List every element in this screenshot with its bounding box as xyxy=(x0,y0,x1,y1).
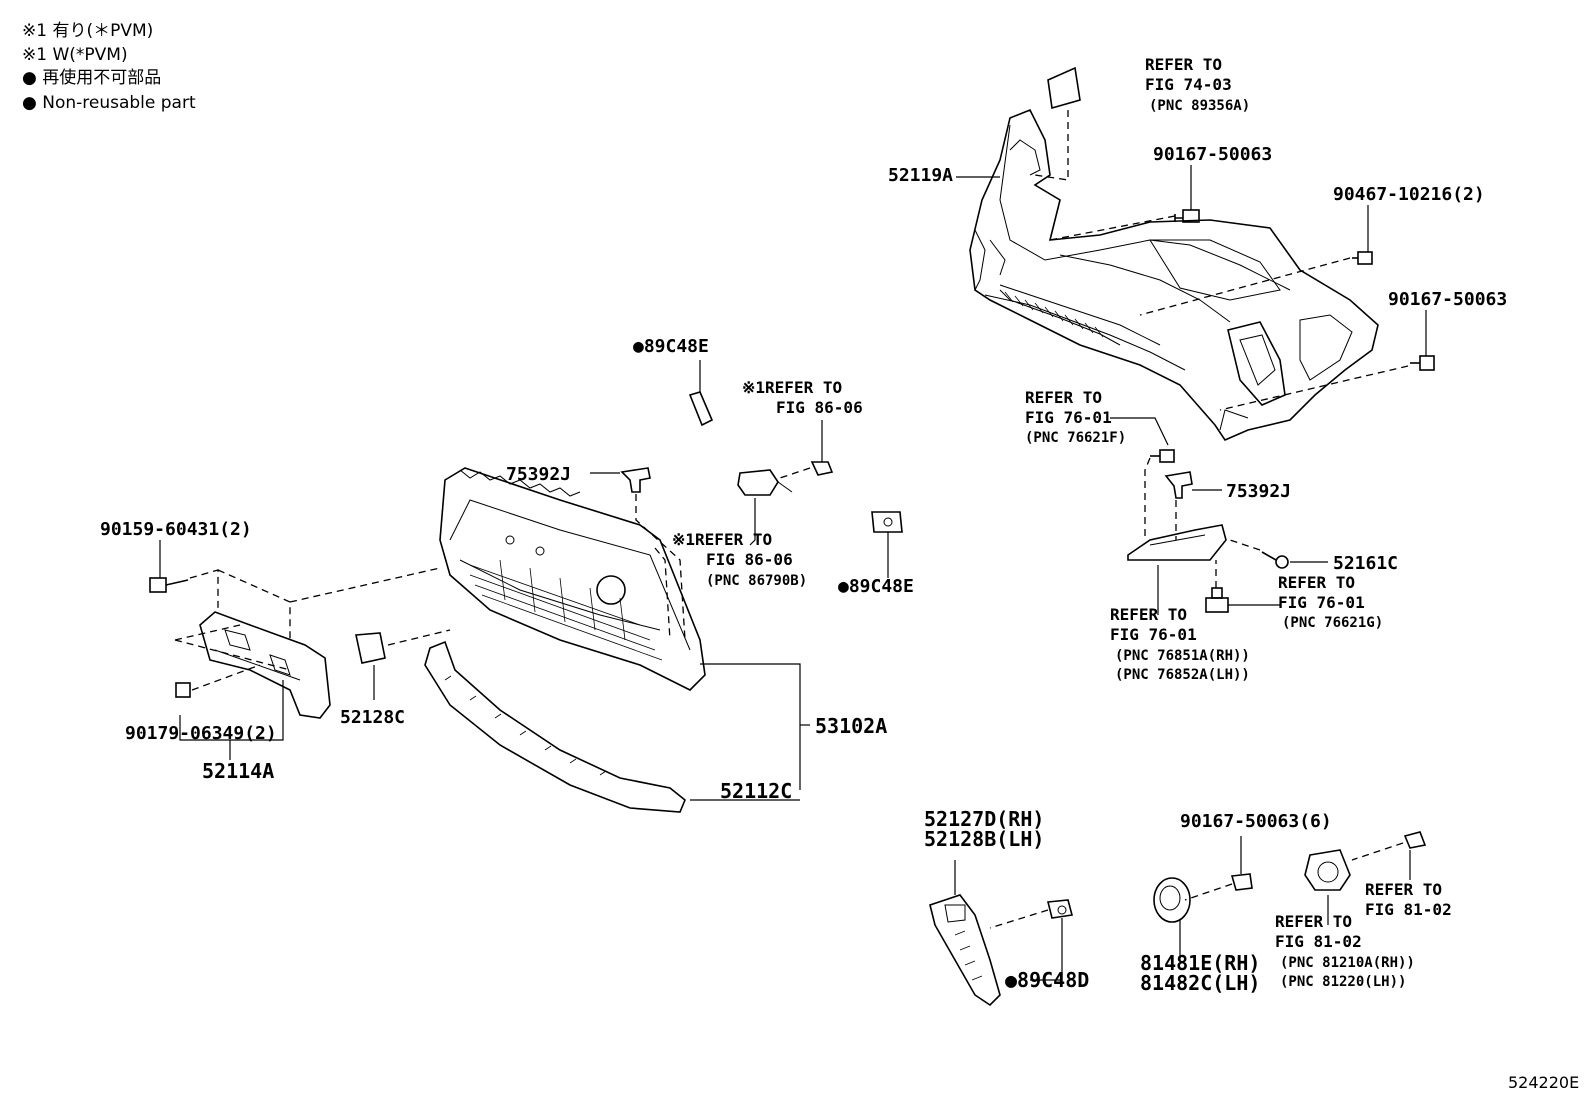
ref-7601a-line1: REFER TO xyxy=(1025,388,1102,407)
license-bracket-drawing xyxy=(199,611,331,719)
bracket-89c48e-mid-drawing xyxy=(871,511,903,533)
ref-8606a-line2: FIG 86-06 xyxy=(776,398,863,417)
ref-8102a-line1: REFER TO xyxy=(1365,880,1442,899)
ref-7403-line1: REFER TO xyxy=(1145,55,1222,74)
label-90159: 90159-60431(2) xyxy=(100,519,252,540)
clip-76621g-drawing xyxy=(1205,587,1229,613)
legend-nonreusable-jp: ● 再使用不可部品 xyxy=(22,67,161,88)
ref-8102b-line1: REFER TO xyxy=(1275,912,1352,931)
screw-90467-drawing xyxy=(1352,251,1373,265)
ref-8606b-line3: (PNC 86790B) xyxy=(706,573,807,589)
plate-89356a-drawing xyxy=(1047,66,1081,110)
label-90467: 90467-10216(2) xyxy=(1333,184,1485,205)
ref-8606a-line1: ※1REFER TO xyxy=(742,378,842,397)
ref-7403-line2: FIG 74-03 xyxy=(1145,75,1232,94)
label-52119a: 52119A xyxy=(888,165,953,186)
label-52161c: 52161C xyxy=(1333,553,1398,574)
legend: ※1 有り(＊PVM) ※1 W(*PVM) ● 再使用不可部品 ● Non-r… xyxy=(22,21,196,113)
cap-52128c-drawing xyxy=(355,632,386,664)
garnish-76851a-drawing xyxy=(1127,524,1227,561)
label-90167-right: 90167-50063 xyxy=(1388,289,1507,310)
label-81481e: 81481E(RH) xyxy=(1140,951,1260,975)
screw-76621f-drawing xyxy=(1150,449,1175,463)
ref-8102b-line4: (PNC 81220(LH)) xyxy=(1280,974,1406,990)
nut-90179-drawing xyxy=(175,682,191,698)
sensor-86-06-drawing xyxy=(737,469,793,496)
label-90179: 90179-06349(2) xyxy=(125,723,277,744)
label-89c48d: ●89C48D xyxy=(1005,968,1089,992)
lower-molding-drawing xyxy=(424,640,686,813)
ref-7601b-line1: REFER TO xyxy=(1278,573,1355,592)
label-52128b: 52128B(LH) xyxy=(924,827,1044,851)
ref-7601c-line1: REFER TO xyxy=(1110,605,1187,624)
label-89c48e-mid: ●89C48E xyxy=(838,576,914,597)
radiator-grille-drawing xyxy=(439,467,706,691)
clip-75392j-right-drawing xyxy=(1164,471,1193,499)
ref-7601b-line2: FIG 76-01 xyxy=(1278,593,1365,612)
label-81482c: 81482C(LH) xyxy=(1140,971,1260,995)
ref-7601c-line3: (PNC 76851A(RH)) xyxy=(1115,648,1250,664)
bracket-89c48e-top-drawing xyxy=(688,391,714,427)
label-75392j-center: 75392J xyxy=(506,464,571,485)
ref-7601c-line2: FIG 76-01 xyxy=(1110,625,1197,644)
ref-8102b-line2: FIG 81-02 xyxy=(1275,932,1362,951)
legend-note-jp: ※1 有り(＊PVM) xyxy=(22,21,153,41)
fog-bezel-drawing xyxy=(929,894,1001,1007)
ref-7601b-line3: (PNC 76621G) xyxy=(1282,615,1383,631)
label-89c48e-top: ●89C48E xyxy=(633,336,709,357)
label-75392j-right: 75392J xyxy=(1226,481,1291,502)
screw-52161c-drawing xyxy=(1261,551,1289,569)
screw-90167-right-drawing xyxy=(1410,355,1435,371)
illustration-code: 524220E xyxy=(1508,1073,1579,1092)
ref-8606b-line2: FIG 86-06 xyxy=(706,550,793,569)
ref-7601c-line4: (PNC 76852A(LH)) xyxy=(1115,667,1250,683)
bolt-90159-drawing xyxy=(149,577,189,593)
label-52112c: 52112C xyxy=(720,779,792,803)
legend-note-en: ※1 W(*PVM) xyxy=(22,45,128,65)
ref-7601a-line3: (PNC 76621F) xyxy=(1025,430,1126,446)
ref-8606b-line1: ※1REFER TO xyxy=(672,530,772,549)
screw-81-02-drawing xyxy=(1403,831,1427,849)
label-52127d: 52127D(RH) xyxy=(924,807,1044,831)
label-90167-6: 90167-50063(6) xyxy=(1180,811,1332,832)
clip-75392j-center-drawing xyxy=(620,467,651,493)
bracket-89c48d-drawing xyxy=(1046,899,1074,919)
fog-cover-drawing xyxy=(1153,877,1191,923)
label-53102a: 53102A xyxy=(815,714,887,738)
ref-8102b-line3: (PNC 81210A(RH)) xyxy=(1280,955,1415,971)
upper-bumper-cover-drawing xyxy=(969,108,1379,442)
label-52114a: 52114A xyxy=(202,759,274,783)
screw-86-06-drawing xyxy=(810,461,834,476)
fog-lamp-drawing xyxy=(1304,849,1351,891)
ref-8102a-line2: FIG 81-02 xyxy=(1365,900,1452,919)
ref-7601a-line2: FIG 76-01 xyxy=(1025,408,1112,427)
label-90167-top: 90167-50063 xyxy=(1153,144,1272,165)
legend-nonreusable-en: ● Non-reusable part xyxy=(22,93,196,113)
ref-7403-line3: (PNC 89356A) xyxy=(1149,98,1250,114)
screw-90167-6-drawing xyxy=(1230,873,1253,891)
label-52128c: 52128C xyxy=(340,707,405,728)
